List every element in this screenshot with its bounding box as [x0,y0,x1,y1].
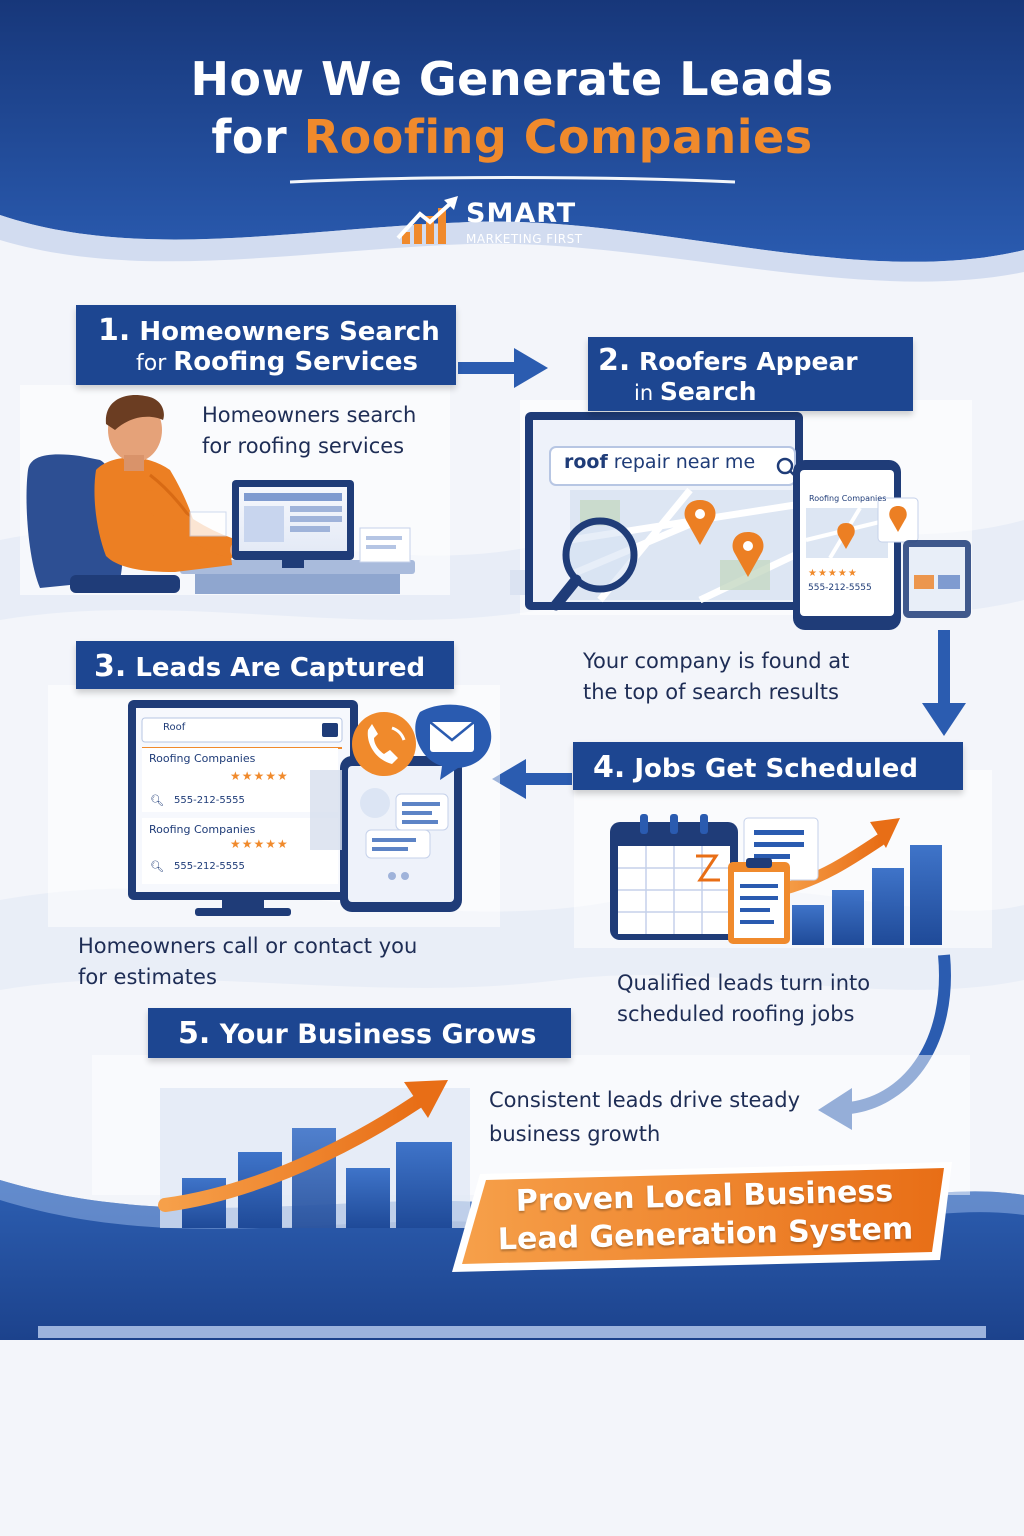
listing-phone: 555-212-5555 [174,861,245,872]
search-icon: 🔍︎ [150,860,164,873]
description-line: for roofing services [202,434,405,458]
listing-name: Roofing Companies [149,823,256,836]
step-1-description: Homeowners search for roofing services [202,400,416,462]
search-map-devices-illustration [510,400,972,630]
description-line: Homeowners call or contact you [78,934,418,958]
step-4-header: 4. Jobs Get Scheduled [573,742,963,790]
title-highlight: Roofing Companies [303,110,813,164]
calendar-clipboard-chart-illustration [574,770,992,948]
rating-stars: ★★★★★ [230,769,289,783]
description-line: business growth [489,1122,661,1146]
step-number: 3. [94,649,127,684]
step-title: Jobs Get Scheduled [634,754,919,784]
map-pin-icon [732,532,764,577]
flow-arrow-1-to-2 [458,348,548,388]
step-3-header: 3. Leads Are Captured [76,641,454,689]
step-4-description: Qualified leads turn into scheduled roof… [617,968,870,1030]
step-title: Roofers Appear [639,347,858,376]
flow-arrow-2-to-4 [922,630,966,736]
brand-tagline: MARKETING FIRST [466,232,583,246]
description-line: Qualified leads turn into [617,971,871,995]
email-envelope-icon [415,704,492,780]
step-title: Leads Are Captured [135,653,426,683]
step-title: Your Business Grows [219,1019,537,1050]
step-1-header: 1. Homeowners Search for Roofing Service… [76,305,456,385]
step-2-header: 2. Roofers Appear in Search [588,337,913,411]
phone-listing-title: Roofing Companies [809,494,887,503]
description-line: for estimates [78,965,217,989]
map-pin-icon [684,500,716,545]
phone-listing-number: 555-212-5555 [808,583,872,593]
rising-bars-arrow-logo-icon [396,196,458,244]
mock-search-box: Roof [163,722,186,733]
banner-ribbon [452,1162,952,1272]
description-line: Your company is found at [583,649,850,673]
step-number: 5. [178,1016,211,1051]
person-at-computer-illustration [20,385,450,595]
step-title-line2: Roofing Services [173,347,419,377]
rating-stars: ★★★★★ [230,837,289,851]
brand-name: SMART [466,198,577,229]
page-title-line2: for Roofing Companies [0,110,1024,164]
listings-phone-email-illustration [48,685,500,927]
phone-call-icon [352,712,416,776]
step-number: 4. [593,750,626,785]
rating-stars: ★★★★★ [808,568,858,579]
step-3-description: Homeowners call or contact you for estim… [78,931,417,993]
page-title-line1: How We Generate Leads [190,52,834,106]
step-5-header: 5. Your Business Grows [148,1008,571,1058]
search-query-rest: repair near me [607,451,756,473]
step-2-description: Your company is found at the top of sear… [583,646,849,708]
flow-arrow-4-to-3 [492,759,572,799]
search-query-text: roof repair near me [564,451,755,473]
description-line: Consistent leads drive steady [489,1088,801,1112]
step-number: 1. [98,313,131,348]
listing-name: Roofing Companies [149,752,256,765]
title-prefix: for [211,110,304,164]
step-title: Homeowners Search [139,317,440,347]
step-title-prefix: for [136,351,174,376]
banner-text: Proven Local Business Lead Generation Sy… [469,1172,941,1260]
listing-phone: 555-212-5555 [174,795,245,806]
description-line: Homeowners search [202,403,417,427]
magnifying-glass-icon [550,517,638,611]
step-number: 2. [598,343,631,378]
description-line: scheduled roofing jobs [617,1002,855,1026]
step-title-prefix: in [634,381,660,405]
description-line: the top of search results [583,680,839,704]
search-query-bold: roof [564,451,608,473]
step-title-line2: Search [659,377,757,406]
step-5-description: Consistent leads drive steady business g… [489,1083,800,1151]
search-icon: 🔍︎ [150,794,164,807]
